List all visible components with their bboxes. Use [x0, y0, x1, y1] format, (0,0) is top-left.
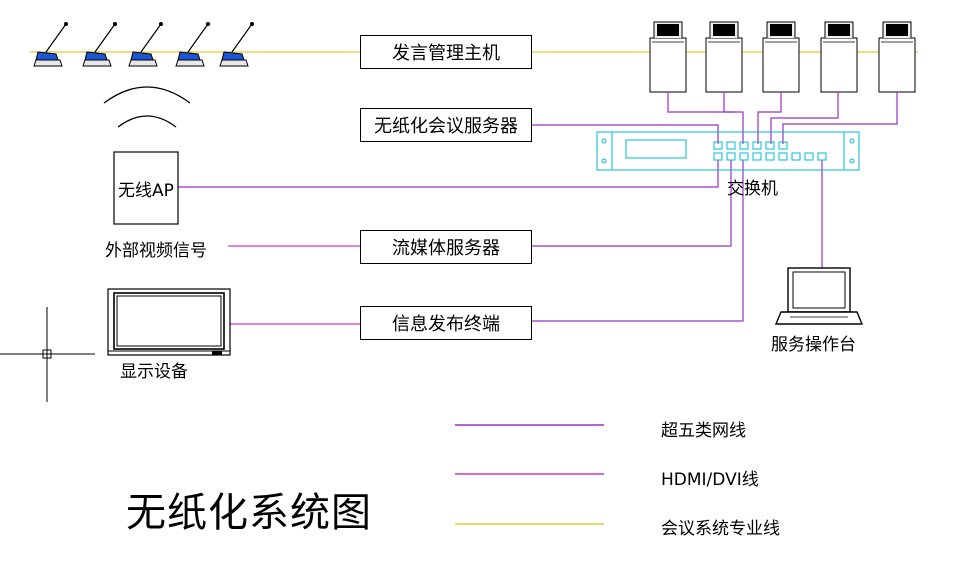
- speech-host-box: 发言管理主机: [360, 35, 532, 69]
- streaming-switch-cable: [530, 160, 732, 247]
- legend-label-hdmi: HDMI/DVI线: [661, 470, 759, 490]
- network-switch-icon: [596, 131, 860, 171]
- diagram-title: 无纸化系统图: [126, 490, 372, 536]
- wireless-signal-icon: [117, 115, 177, 128]
- wireless-ap-device: [113, 151, 179, 225]
- external-video-label: 外部视频信号: [105, 241, 207, 261]
- paperless-terminal-icon: [820, 21, 858, 93]
- display-device-label: 显示设备: [120, 362, 188, 382]
- paperless-terminal-icon: [878, 21, 916, 93]
- paperless-terminal-icon: [649, 21, 687, 93]
- legend-label-conference: 会议系统专业线: [661, 519, 780, 539]
- microphone-icon: [33, 22, 68, 67]
- operator-console-label: 服务操作台: [771, 335, 856, 355]
- paperless-server-box: 无纸化会议服务器: [360, 108, 532, 142]
- laptop-icon: [774, 267, 864, 325]
- microphone-icon: [128, 22, 163, 67]
- wireless-signal-icon: [103, 86, 191, 104]
- ap-switch-cable: [178, 160, 719, 188]
- display-device-icon: [107, 288, 231, 356]
- microphone-icon: [219, 22, 254, 67]
- legend-label-network: 超五类网线: [661, 421, 746, 441]
- microphone-icon: [175, 22, 210, 67]
- switch-label: 交换机: [727, 179, 778, 199]
- terminal-switch-cables: [667, 92, 898, 144]
- server-switch-cable: [530, 124, 719, 144]
- streaming-server-box: 流媒体服务器: [360, 230, 532, 264]
- paperless-terminal-icon: [762, 21, 800, 93]
- info-switch-cable: [530, 160, 744, 322]
- microphone-icon: [82, 22, 117, 67]
- paperless-terminal-icon: [705, 21, 743, 93]
- wireless-ap-label: 无线AP: [118, 181, 174, 201]
- crosshair-icon: [0, 307, 95, 402]
- info-terminal-box: 信息发布终端: [360, 306, 532, 340]
